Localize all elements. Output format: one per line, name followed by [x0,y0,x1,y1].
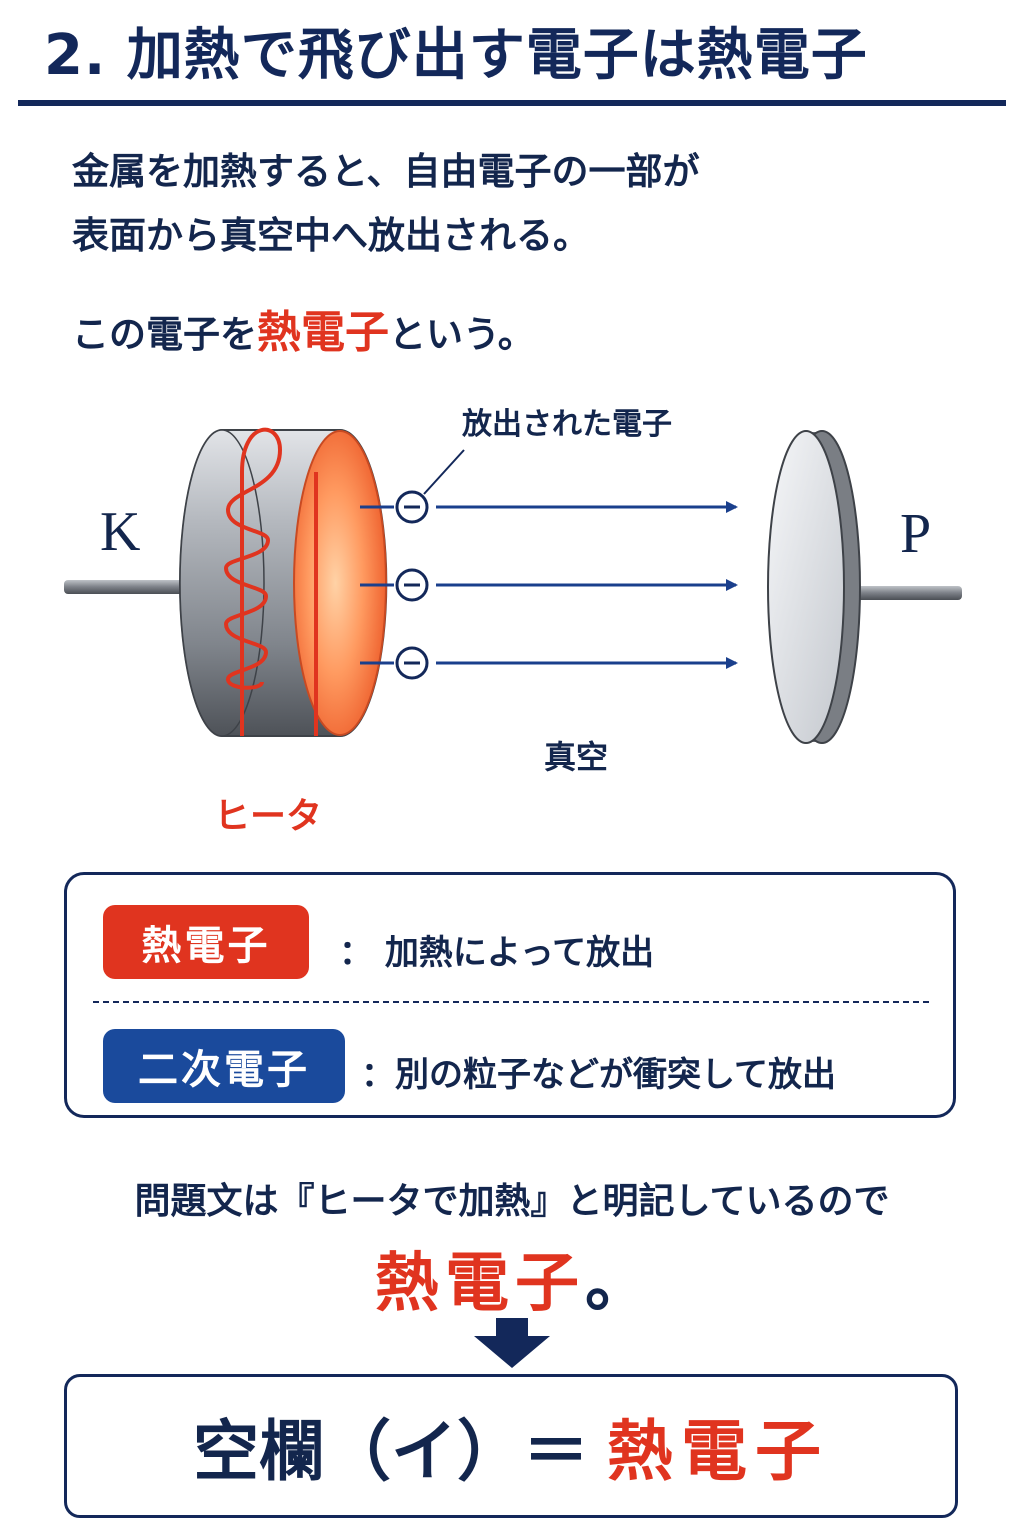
intro-line-2: 表面から真空中へ放出される。 [72,214,590,257]
intro-line-3-pre: この電子を [72,313,257,356]
intro-line-3-post: という。 [389,313,535,356]
dashed-divider [93,1001,929,1003]
cathode-label: K [100,501,140,563]
conclusion-reason: 問題文は『ヒータで加熱』と明記しているので [134,1181,890,1222]
heater-label: ヒータ [214,796,322,837]
comparison-box: 熱電子 ： 加熱によって放出 二次電子 ：別の粒子などが衝突して放出 [64,872,956,1118]
heater-coil [223,427,318,736]
anode-plate [767,430,962,744]
title-underline [18,100,1006,106]
thermionic-emission-diagram: K ヒータ 放出された電子 真空 P [64,407,962,837]
label-leader-line [423,449,465,495]
answer-blank-label: 空欄（イ）＝ [193,1413,589,1490]
conclusion-period: 。 [585,1247,649,1321]
conclusion-answer: 熱電子。 [0,1232,1024,1324]
cathode-cylinder [179,429,388,737]
plate-label: P [900,503,931,565]
electron-row-1 [360,490,738,524]
answer-value: 熱電子 [607,1413,829,1490]
electron-row-2 [360,568,738,602]
secondary-electron-description: ：別の粒子などが衝突して放出 [361,1055,836,1095]
intro-line-1: 金属を加熱すると、自由電子の一部が [72,150,700,193]
emitted-electron-label: 放出された電子 [461,407,672,442]
answer-box: 空欄（イ）＝ 熱電子 [64,1374,958,1518]
page-title: 2. 加熱で飛び出す電子は熱電子 [44,23,868,88]
intro-line-3: この電子を熱電子という。 [72,296,535,360]
vacuum-label: 真空 [544,738,608,776]
secondary-electron-badge: 二次電子 [103,1029,345,1103]
intro-text: 金属を加熱すると、自由電子の一部が 表面から真空中へ放出される。 [72,140,972,268]
conclusion-highlight: 熱電子 [375,1247,585,1321]
cathode-rod [64,580,194,594]
thermal-electron-badge: 熱電子 [103,905,309,979]
thermal-electron-description: ： 加熱によって放出 [339,933,655,973]
hot-cathode-face [293,430,387,736]
intro-highlight-term: 熱電子 [257,307,389,358]
electron-row-3 [360,646,738,680]
down-arrow-icon [474,1318,550,1368]
